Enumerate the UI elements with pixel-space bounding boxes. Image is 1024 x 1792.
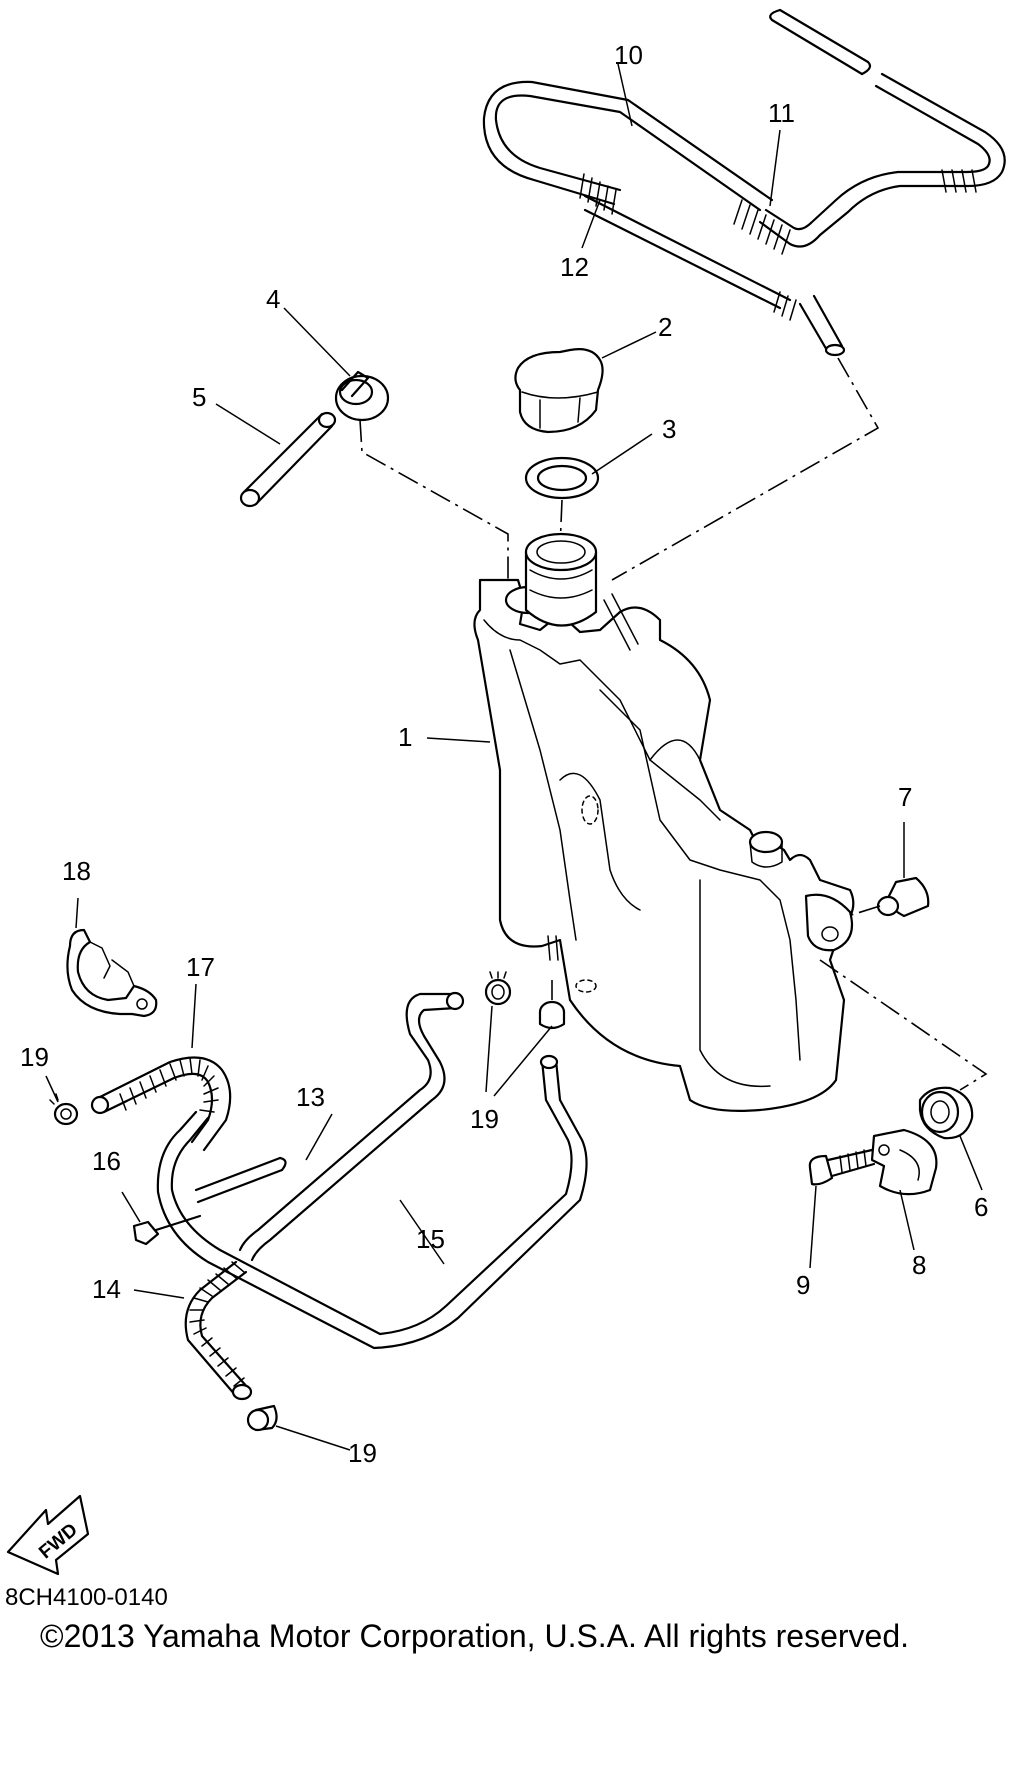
leader-12	[581, 199, 601, 249]
breather-hose-10	[482, 8, 1006, 248]
copyright-notice: ©2013 Yamaha Motor Corporation, U.S.A. A…	[40, 1618, 910, 1654]
vent-route-line	[359, 419, 509, 590]
leader-9	[809, 1185, 817, 1269]
leader-17	[191, 983, 197, 1049]
bolt-9	[808, 1148, 876, 1186]
leader-11	[769, 129, 781, 207]
spring-hose-14	[184, 1260, 253, 1401]
callout-17: 17	[186, 952, 215, 982]
leader-10	[617, 63, 633, 127]
callout-19-lower: 19	[348, 1438, 377, 1468]
callout-10: 10	[614, 40, 643, 70]
callout-11: 11	[768, 98, 795, 128]
leader-19-lower	[275, 1425, 351, 1451]
grommet-7	[847, 876, 930, 918]
hose-clip-19-center	[484, 971, 566, 1030]
callout-4: 4	[266, 284, 280, 314]
spring-hose-17	[90, 1056, 232, 1152]
callout-7: 7	[898, 782, 912, 812]
callout-8: 8	[912, 1250, 926, 1280]
hose-route-line	[611, 357, 880, 581]
hose-13	[238, 991, 465, 1262]
leader-15	[399, 1199, 445, 1265]
leader-4	[283, 307, 351, 377]
callout-3: 3	[662, 414, 676, 444]
spring-clip-11	[733, 169, 977, 255]
leader-18	[75, 897, 79, 929]
callout-19-left: 19	[20, 1042, 49, 1072]
fitting-4	[334, 370, 390, 422]
leader-1	[426, 737, 491, 743]
callout-9: 9	[796, 1270, 810, 1300]
tie-16	[132, 1214, 202, 1246]
leader-13	[305, 1113, 333, 1161]
part-number: 8CH4100-0140	[5, 1584, 168, 1611]
callout-19-center: 19	[470, 1104, 499, 1134]
leader-19-center	[485, 1005, 553, 1097]
leader-19-left	[45, 1075, 59, 1103]
callout-14: 14	[92, 1274, 121, 1304]
leader-2	[601, 331, 657, 359]
callout-1: 1	[398, 722, 412, 752]
callout-15: 15	[416, 1224, 445, 1254]
callout-13: 13	[296, 1082, 325, 1112]
leader-16	[121, 1191, 141, 1223]
clamp-8	[870, 1128, 938, 1196]
callout-5: 5	[192, 382, 206, 412]
fwd-arrow-icon: FWD	[6, 1494, 90, 1576]
hose-5	[239, 411, 337, 508]
hose-15	[156, 1054, 588, 1350]
gasket-3	[524, 456, 600, 500]
callout-2: 2	[658, 312, 672, 342]
callout-18: 18	[62, 856, 91, 886]
filler-cap-2	[514, 348, 604, 434]
callout-12: 12	[560, 252, 589, 282]
clamp-18	[66, 928, 158, 1018]
reservoir-tank-1	[473, 532, 855, 1112]
callout-16: 16	[92, 1146, 121, 1176]
hose-clip-19-lower	[246, 1404, 278, 1432]
leader-3	[591, 433, 653, 475]
callout-6: 6	[974, 1192, 988, 1222]
spring-clip-12	[579, 173, 846, 357]
leader-8	[899, 1189, 915, 1251]
leader-6	[959, 1135, 983, 1191]
leader-14	[133, 1289, 185, 1299]
mount-route-line	[819, 959, 988, 1091]
grommet-6	[918, 1086, 974, 1140]
hose-clip-19-left	[49, 1093, 79, 1126]
leader-5	[215, 403, 281, 445]
